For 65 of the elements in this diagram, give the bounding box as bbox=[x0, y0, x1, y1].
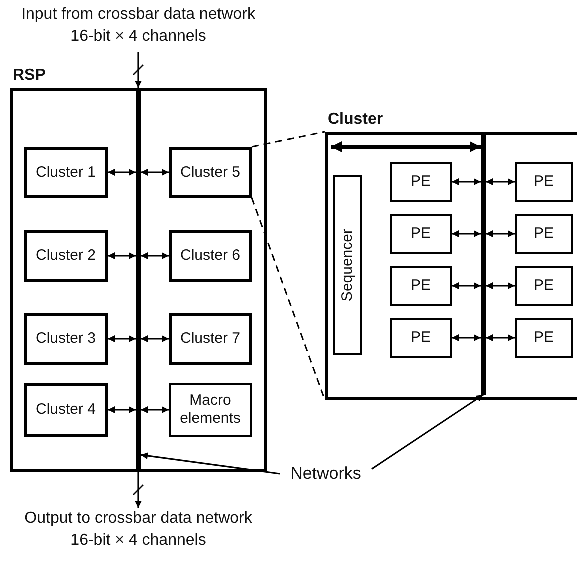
element-box bbox=[515, 318, 573, 358]
box-label: Cluster 7 bbox=[180, 330, 241, 348]
element-box bbox=[515, 214, 573, 254]
double-arrow bbox=[141, 169, 169, 176]
double-arrow bbox=[108, 406, 136, 414]
arrow bbox=[135, 472, 142, 508]
element-box bbox=[515, 266, 573, 306]
panel-title: Cluster bbox=[328, 111, 384, 129]
double-arrow bbox=[486, 334, 515, 342]
box-label: Cluster 6 bbox=[180, 247, 241, 265]
box-label: PE bbox=[410, 329, 431, 347]
box-label: Cluster 5 bbox=[180, 164, 241, 182]
cluster-box bbox=[169, 313, 252, 365]
box-label: PE bbox=[534, 173, 554, 191]
box-label: Cluster 3 bbox=[36, 330, 96, 348]
cluster-box bbox=[24, 383, 108, 437]
cluster-box bbox=[24, 147, 108, 198]
zoom-guide-line bbox=[252, 131, 326, 148]
box-label: PE bbox=[410, 277, 431, 295]
sequencer-box bbox=[333, 175, 362, 355]
double-arrow bbox=[141, 406, 169, 414]
bus-width-caption: 16-bit × 4 channels bbox=[70, 531, 206, 551]
box-label: PE bbox=[410, 173, 431, 191]
leader-line bbox=[140, 452, 280, 475]
cluster-box bbox=[24, 313, 108, 365]
element-box bbox=[515, 162, 573, 202]
leader-line bbox=[372, 394, 484, 470]
box-label: Macro elements bbox=[179, 392, 242, 428]
box-label: Cluster 4 bbox=[36, 401, 96, 419]
double-arrow bbox=[452, 178, 481, 186]
box-label: PE bbox=[534, 225, 554, 243]
box-label: Cluster 2 bbox=[36, 247, 96, 265]
double-arrow bbox=[108, 252, 136, 260]
box-label: Cluster 1 bbox=[36, 164, 96, 182]
element-box bbox=[390, 214, 452, 254]
network-bus-bar bbox=[136, 88, 141, 472]
double-arrow bbox=[486, 178, 515, 186]
element-box bbox=[390, 162, 452, 202]
box-label: PE bbox=[534, 329, 554, 347]
element-box bbox=[390, 318, 452, 358]
bus-width-caption: 16-bit × 4 channels bbox=[70, 27, 206, 47]
box-label: PE bbox=[534, 277, 554, 295]
arrow bbox=[135, 52, 142, 88]
sequencer-label: Sequencer bbox=[338, 228, 356, 302]
cluster-box bbox=[169, 230, 252, 282]
double-arrow bbox=[108, 336, 136, 342]
double-arrow bbox=[486, 282, 515, 290]
double-arrow bbox=[141, 252, 169, 260]
network-bus-bar bbox=[481, 132, 486, 395]
networks-label: Networks bbox=[280, 462, 372, 486]
double-arrow bbox=[108, 169, 136, 176]
double-arrow bbox=[331, 142, 481, 152]
cluster-box bbox=[24, 230, 108, 282]
double-arrow bbox=[141, 336, 169, 342]
double-arrow bbox=[452, 334, 481, 342]
double-arrow bbox=[486, 230, 515, 238]
element-box bbox=[390, 266, 452, 306]
double-arrow bbox=[452, 230, 481, 238]
network-io-caption: Output to crossbar data network bbox=[24, 509, 252, 529]
network-io-caption: Input from crossbar data network bbox=[22, 5, 256, 25]
element-box bbox=[169, 383, 252, 437]
cluster-box bbox=[169, 147, 252, 198]
block-title: RSP bbox=[13, 67, 46, 85]
box-label: PE bbox=[410, 225, 431, 243]
double-arrow bbox=[452, 282, 481, 290]
